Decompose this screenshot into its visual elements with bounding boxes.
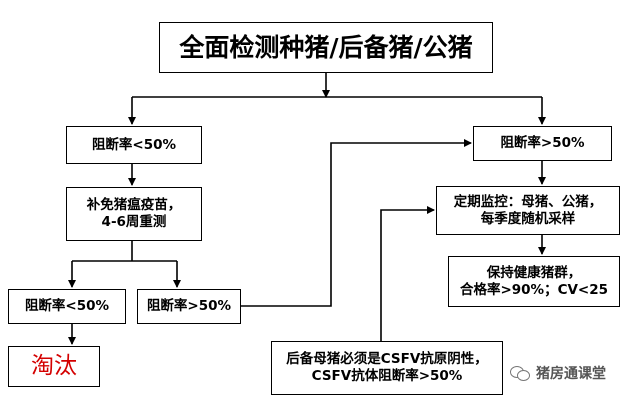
cull-box: 淘汰 — [8, 346, 100, 387]
monitor-line2: 每季度随机采样 — [480, 210, 576, 227]
gilt-requirement-box: 后备母猪必须是CSFV抗原阴性， CSFV抗体阻断率>50% — [271, 341, 503, 395]
revaccinate-line2: 4-6周重测 — [101, 214, 167, 230]
gilt-note-line2: CSFV抗体阻断率>50% — [311, 368, 463, 384]
maintain-line2: 合格率>90%；CV<25 — [459, 281, 609, 298]
revaccinate-box: 补免猪瘟疫苗， 4-6周重测 — [66, 187, 202, 241]
arrow-gilt-note-to-monitor — [380, 206, 435, 341]
monitor-box: 定期监控：母猪、公猪， 每季度随机采样 — [436, 186, 620, 235]
retest-low-box: 阻断率<50% — [8, 289, 126, 324]
high-block-rate-text: 阻断率>50% — [500, 135, 585, 152]
test-all-pigs-box: 全面检测种猪/后备猪/公猪 — [159, 22, 493, 73]
watermark-text: 猪房通课堂 — [536, 366, 606, 382]
low-block-rate-box: 阻断率<50% — [66, 126, 202, 164]
gilt-note-line1: 后备母猪必须是CSFV抗原阴性， — [286, 351, 488, 368]
arrow-retest-high-to-right-condition — [241, 139, 472, 307]
high-block-rate-box: 阻断率>50% — [473, 126, 612, 161]
maintain-line1: 保持健康猪群， — [486, 264, 582, 281]
retest-high-text: 阻断率>50% — [146, 298, 232, 315]
maintain-herd-box: 保持健康猪群， 合格率>90%；CV<25 — [448, 256, 620, 307]
cull-text: 淘汰 — [31, 353, 77, 380]
test-all-pigs-text: 全面检测种猪/后备猪/公猪 — [179, 32, 473, 62]
revaccinate-line1: 补免猪瘟疫苗， — [86, 197, 182, 214]
monitor-line1: 定期监控：母猪、公猪， — [453, 193, 603, 210]
retest-high-box: 阻断率>50% — [137, 289, 241, 324]
low-block-rate-text: 阻断率<50% — [91, 136, 177, 153]
wechat-icon — [510, 365, 530, 381]
watermark: 猪房通课堂 — [510, 362, 606, 384]
retest-low-text: 阻断率<50% — [24, 298, 110, 315]
